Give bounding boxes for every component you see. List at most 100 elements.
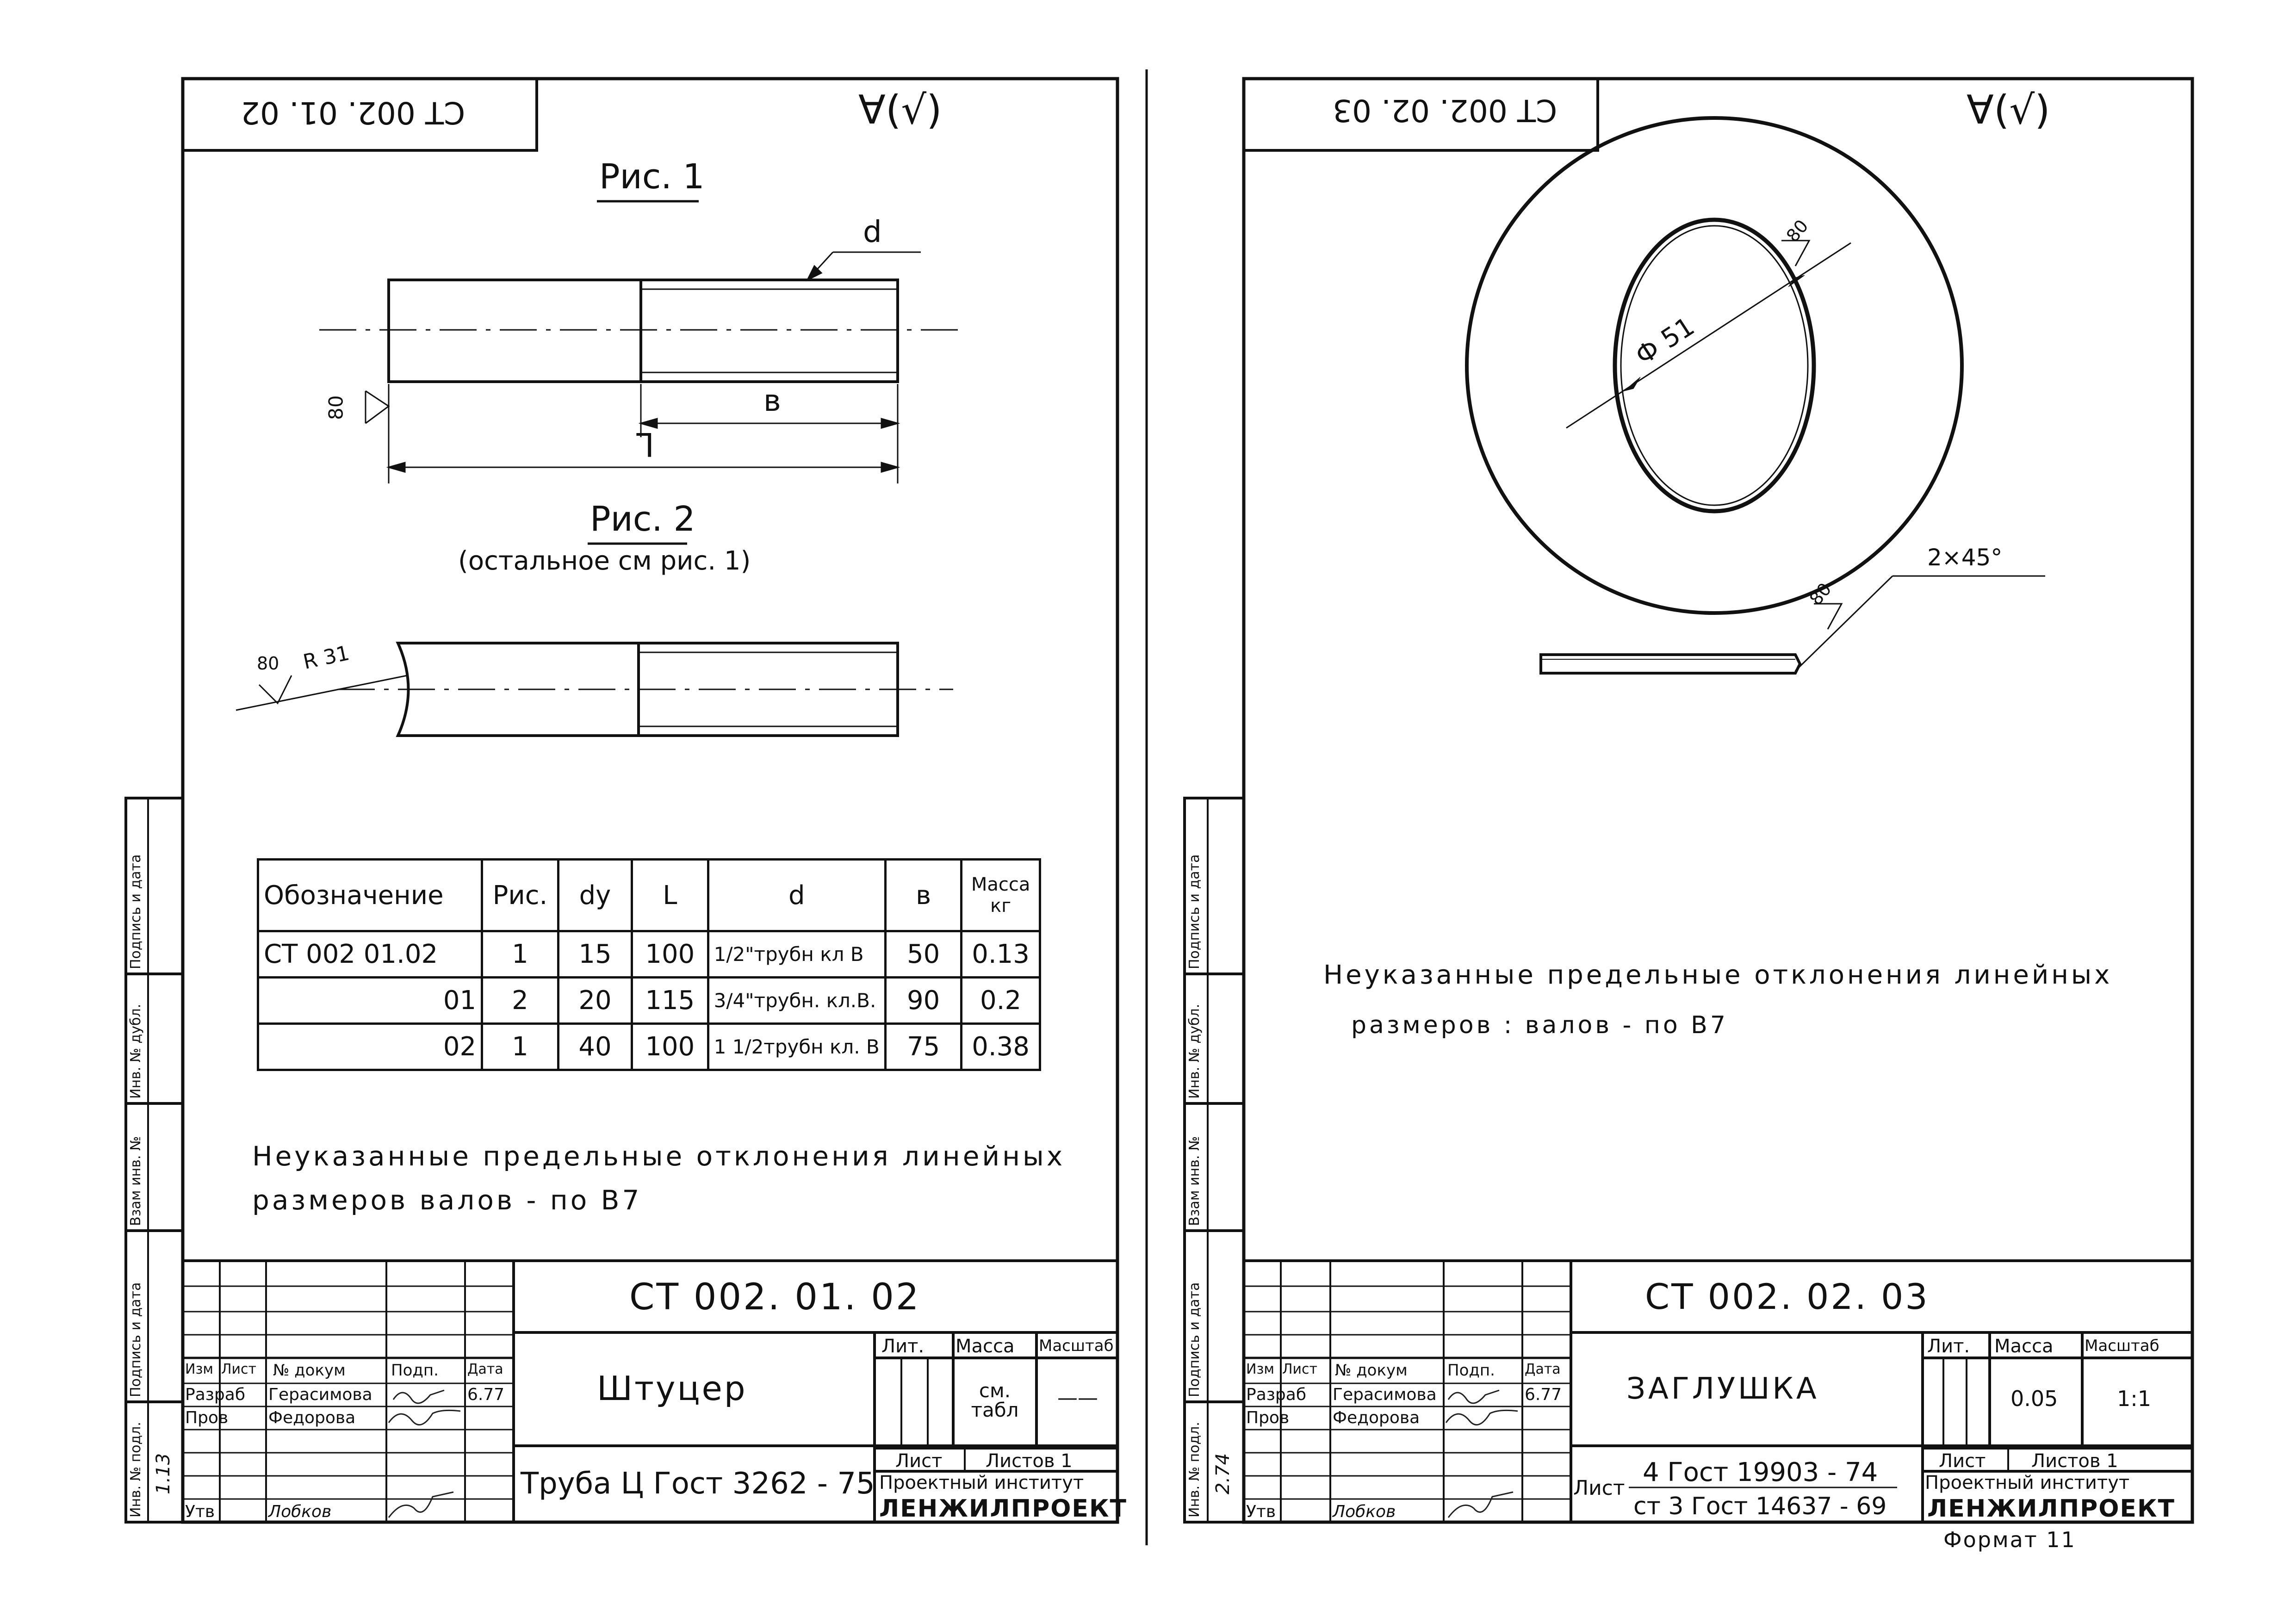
tb1-lit: Лит. (881, 1336, 925, 1357)
table-row: СТ 002 01.02 1 15 100 1/2"трубн кл В 50 … (256, 930, 1041, 979)
tb2-col-sign: Подп. (1447, 1361, 1495, 1380)
tb2-material-bottom: ст 3 Гост 14637 - 69 (1633, 1493, 1887, 1520)
tb1-org2: ЛЕНЖИЛПРОЕКТ (879, 1495, 1127, 1523)
tb2-org1: Проектный институт (1925, 1472, 2130, 1493)
table-cell: 1 (481, 930, 559, 979)
side2-inv-dubl: Инв. № дубл. (1186, 1004, 1203, 1099)
table-cell: 1/2"трубн кл В (707, 930, 887, 979)
table-cell: 90 (884, 976, 963, 1025)
side2-vzam: Взам инв. № (1186, 1136, 1203, 1226)
table-cell: 0.2 (960, 976, 1041, 1025)
table-cell: 100 (631, 1022, 709, 1071)
table-cell: 50 (884, 930, 963, 979)
side2-podpis2: Подпись и дата (1186, 854, 1203, 970)
table-cell: 1 1/2трубн кл. В (707, 1022, 887, 1071)
table-cell: 75 (884, 1022, 963, 1071)
fig2-roughness-80: 80 (257, 653, 279, 674)
side1-stamp: 1.13 (153, 1453, 174, 1494)
tb2-razrab-name: Герасимова (1333, 1385, 1437, 1404)
tb1-col-date: Дата (467, 1361, 503, 1377)
tb1-col-doc: № докум (273, 1361, 346, 1380)
tb2-prov: Пров (1246, 1408, 1290, 1427)
table-cell: 2 (481, 976, 559, 1025)
tb2-razrab: Разраб (1246, 1385, 1307, 1404)
tb1-name: Штуцер (597, 1369, 747, 1408)
table-cell: 15 (557, 930, 633, 979)
col-header: Рис. (481, 858, 559, 932)
side1-podpis1: Подпись и дата (128, 1282, 144, 1398)
sheet2-note-line1: Неуказанные предельные отклонения линейн… (1323, 960, 2113, 990)
tb1-scale-h: Масштаб (1039, 1337, 1114, 1355)
tb2-col-doc: № докум (1335, 1361, 1408, 1380)
dim-d-label: d (863, 215, 882, 249)
table-cell: 02 (256, 1022, 484, 1071)
sheet2-code-rotated: СТ 002. 02. 03 (1333, 93, 1558, 128)
tb2-lit: Лит. (1927, 1336, 1970, 1357)
tb2-scale: 1:1 (2117, 1386, 2152, 1411)
tb2-name: ЗАГЛУШКА (1626, 1372, 1819, 1406)
side1-inv-dubl: Инв. № дубл. (128, 1004, 144, 1099)
tb2-sheet: Лист (1939, 1450, 1986, 1472)
table-cell: 0.38 (960, 1022, 1041, 1071)
tb2-col-date: Дата (1525, 1361, 1561, 1377)
cap-top-view (1465, 116, 1964, 615)
tb1-mass: см. табл (971, 1379, 1019, 1421)
table-cell: 0.13 (960, 930, 1041, 979)
tb1-razrab: Разраб (185, 1385, 246, 1404)
tb1-code: СТ 002. 01. 02 (629, 1276, 921, 1318)
tb1-material: Труба Ц Гост 3262 - 75 (521, 1467, 875, 1501)
spec-table: Обозначение Рис. dy L d в Масса кг СТ 00… (256, 858, 1041, 1071)
tb1-sheet: Лист (895, 1450, 943, 1472)
col-header: Обозначение (256, 858, 484, 932)
tb2-org2: ЛЕНЖИЛПРОЕКТ (1927, 1495, 2175, 1523)
tb2-col-list: Лист (1282, 1361, 1318, 1377)
tb2-date: 6.77 (1525, 1385, 1562, 1404)
tb2-sheets: Листов 1 (2031, 1450, 2118, 1472)
table-cell: СТ 002 01.02 (256, 930, 484, 979)
side1-vzam: Взам инв. № (128, 1136, 144, 1226)
sheet1-note-line1: Неуказанные предельные отклонения линейн… (252, 1140, 1066, 1172)
sheet1-code-rotated: СТ 002. 01. 02 (241, 95, 465, 130)
side1-podpis2: Подпись и дата (128, 854, 144, 970)
format-label: Формат 11 (1943, 1527, 2076, 1552)
table-cell: 3/4"трубн. кл.В. (707, 976, 887, 1025)
tb1-prov-name: Федорова (268, 1408, 356, 1427)
tb1-sheets: Листов 1 (986, 1450, 1073, 1472)
table-cell: 1 (481, 1022, 559, 1071)
sheet1-roughness-mark: ∀(√) (858, 87, 942, 133)
sheet1-note-line2: размеров валов - по В7 (252, 1184, 642, 1216)
tb1-mass-h: Масса (956, 1336, 1015, 1357)
table-cell: 100 (631, 930, 709, 979)
table-header-row: Обозначение Рис. dy L d в Масса кг (256, 858, 1041, 932)
tb1-col-izm: Изм (185, 1361, 214, 1377)
col-header: Масса кг (960, 858, 1041, 932)
tb1-org1: Проектный институт (879, 1472, 1084, 1493)
tb2-code: СТ 002. 02. 03 (1645, 1276, 1930, 1317)
tb2-scale-h: Масштаб (2085, 1337, 2159, 1355)
tb2-mass-h: Масса (1994, 1336, 2054, 1357)
col-header: d (707, 858, 887, 932)
tb2-prov-name: Федорова (1333, 1408, 1420, 1427)
tb1-scale: —— (1057, 1386, 1098, 1410)
tb2-col-izm: Изм (1246, 1361, 1275, 1377)
fig1-part (387, 279, 899, 383)
chamfer-label: 2×45° (1927, 544, 2003, 571)
sheet2-roughness-mark: ∀(√) (1967, 87, 2050, 133)
table-row: 02 1 40 100 1 1/2трубн кл. В 75 0.38 (256, 1022, 1041, 1071)
col-header: dy (557, 858, 633, 932)
tb1-utv: Утв (185, 1502, 215, 1521)
tb2-utv-name: Лобков (1333, 1502, 1396, 1521)
tb2-material-left: Лист (1573, 1476, 1625, 1500)
tb2-material-top: 4 Гост 19903 - 74 (1643, 1457, 1878, 1487)
table-cell: 01 (256, 976, 484, 1025)
tb1-utv-name: Лобков (268, 1502, 332, 1521)
side2-stamp: 2.74 (1212, 1453, 1234, 1494)
col-header: L (631, 858, 709, 932)
tb1-date: 6.77 (467, 1385, 505, 1404)
table-row: 01 2 20 115 3/4"трубн. кл.В. 90 0.2 (256, 976, 1041, 1025)
sheet2-note-line2: размеров : валов - по В7 (1351, 1011, 1728, 1039)
tb2-mass: 0.05 (2011, 1386, 2058, 1411)
table-cell: 40 (557, 1022, 633, 1071)
tb1-razrab-name: Герасимова (268, 1385, 372, 1404)
tb1-col-list: Лист (221, 1361, 257, 1377)
